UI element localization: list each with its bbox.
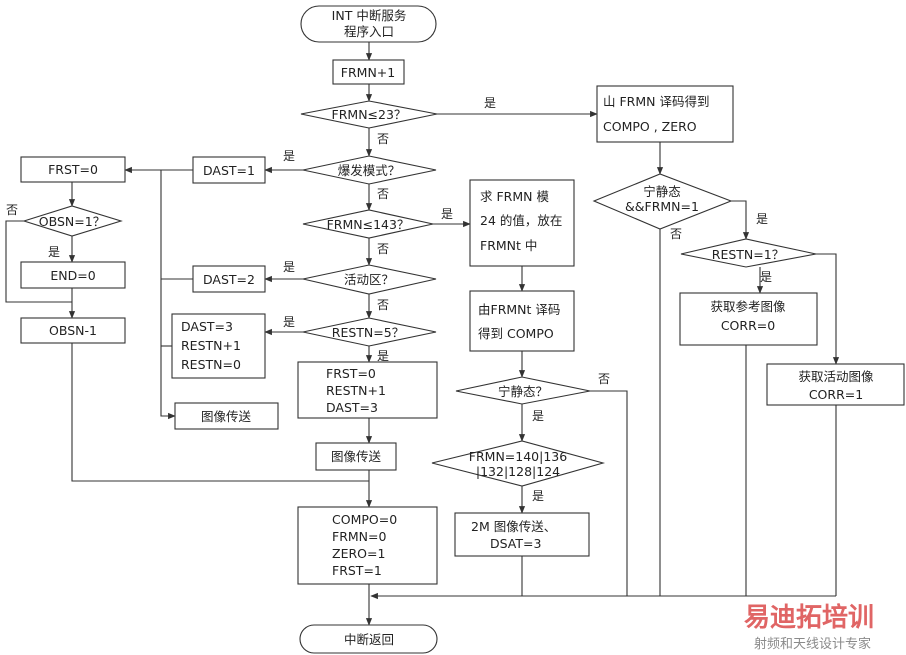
svg-text:求 FRMN 模: 求 FRMN 模: [480, 189, 549, 204]
svg-text:CORR=1: CORR=1: [809, 387, 863, 402]
svg-text:DSAT=3: DSAT=3: [490, 536, 541, 551]
svg-text:ZERO=1: ZERO=1: [332, 546, 385, 561]
no-label: 否: [377, 242, 389, 256]
svg-text:OBSN=1？: OBSN=1？: [39, 214, 105, 229]
svg-text:COMPO , ZERO: COMPO , ZERO: [603, 119, 697, 134]
svg-text:FRMN=140|136: FRMN=140|136: [469, 449, 567, 464]
svg-text:图像传送: 图像传送: [331, 449, 382, 464]
svg-text:得到 COMPO: 得到 COMPO: [478, 326, 554, 341]
yes-label: 是: [484, 96, 496, 110]
svg-text:DAST=1: DAST=1: [203, 163, 255, 178]
svg-text:活动区？: 活动区？: [344, 272, 394, 287]
svg-text:FRMN≤23？: FRMN≤23？: [332, 107, 407, 122]
svg-text:CORR=0: CORR=0: [721, 318, 775, 333]
svg-text:RESTN=5？: RESTN=5？: [332, 325, 404, 340]
svg-text:图像传送: 图像传送: [201, 409, 252, 424]
reset-block-box: COMPO=0 FRMN=0 ZERO=1 FRST=1: [297, 506, 438, 585]
frmn-le-143-decision: FRMN≤143？: [302, 209, 434, 239]
reference-image-box: 获取参考图像 CORR=0: [679, 292, 818, 346]
svg-text:山 FRMN 译码得到: 山 FRMN 译码得到: [603, 94, 709, 109]
active-zone-decision: 活动区？: [302, 264, 437, 295]
svg-text:OBSN-1: OBSN-1: [49, 323, 97, 338]
svg-text:中断返回: 中断返回: [344, 632, 394, 647]
svg-text:射频和天线设计专家: 射频和天线设计专家: [754, 636, 871, 652]
dast1-box: DAST=1: [192, 156, 266, 184]
svg-text:易迪拓培训: 易迪拓培训: [744, 603, 874, 633]
svg-text:INT 中断服务: INT 中断服务: [332, 8, 407, 23]
no-label: 否: [598, 372, 610, 386]
svg-text:FRMNt 中: FRMNt 中: [480, 238, 537, 253]
svg-text:DAST=3: DAST=3: [326, 400, 378, 415]
image-2m-send-box: 2M 图像传送、 DSAT=3: [454, 512, 590, 557]
yes-label: 是: [283, 260, 295, 274]
svg-text:DAST=3: DAST=3: [181, 319, 233, 334]
svg-text:FRST=0: FRST=0: [326, 366, 376, 381]
no-label: 否: [377, 132, 389, 146]
start-node: INT 中断服务 程序入口: [300, 5, 437, 43]
svg-text:24 的值，放在: 24 的值，放在: [480, 213, 562, 228]
image-send-mid-box: 图像传送: [315, 442, 397, 471]
svg-text:DAST=2: DAST=2: [203, 272, 255, 287]
decode-compo-box: 由FRMNt 译码 得到 COMPO: [469, 290, 575, 352]
svg-text:RESTN+1: RESTN+1: [326, 383, 386, 398]
svg-text:2M 图像传送、: 2M 图像传送、: [471, 519, 556, 534]
svg-text:宁静态？: 宁静态？: [498, 384, 548, 399]
svg-text:FRMN+1: FRMN+1: [341, 65, 395, 80]
yes-label: 是: [760, 270, 772, 284]
restn5-decision: RESTN=5？: [302, 317, 437, 347]
yes-label: 是: [48, 245, 60, 259]
decode-zero-box: 山 FRMN 译码得到 COMPO , ZERO: [596, 85, 734, 143]
branch-labels: 是 否 是 否 是 否 是 否 是 是 否 是 否 是 是 否 是 是: [6, 96, 772, 503]
yes-label: 是: [441, 207, 453, 221]
quiet-state-decision: 宁静态？: [455, 376, 591, 405]
svg-text:RESTN=1？: RESTN=1？: [712, 247, 784, 262]
svg-text:RESTN=0: RESTN=0: [181, 357, 241, 372]
yes-label: 是: [532, 409, 544, 423]
svg-text:获取活动图像: 获取活动图像: [798, 369, 874, 384]
svg-text:获取参考图像: 获取参考图像: [710, 299, 786, 314]
image-send-left-box: 图像传送: [174, 402, 279, 430]
svg-text:宁静态: 宁静态: [643, 184, 681, 199]
frmn-increment-box: FRMN+1: [332, 59, 405, 85]
modulo-24-box: 求 FRMN 模 24 的值，放在 FRMNt 中: [469, 179, 575, 267]
svg-text:FRMN=0: FRMN=0: [332, 529, 386, 544]
end-return-node: 中断返回: [299, 624, 438, 654]
yes-label: 是: [377, 349, 389, 363]
active-image-box: 获取活动图像 CORR=1: [766, 363, 905, 406]
edges: [5, 42, 840, 626]
frst-restn-box: FRST=0 RESTN+1 DAST=3: [297, 361, 438, 419]
restn-reset-box: DAST=3 RESTN+1 RESTN=0: [171, 313, 266, 379]
end0-box: END=0: [20, 261, 126, 289]
quiet-frmn1-decision: 宁静态 &&FRMN=1: [592, 173, 733, 230]
svg-text:FRST=0: FRST=0: [48, 162, 98, 177]
watermark-logo: 易迪拓培训 射频和天线设计专家: [744, 603, 874, 652]
svg-text:COMPO=0: COMPO=0: [332, 512, 397, 527]
svg-text:FRST=1: FRST=1: [332, 563, 382, 578]
obsn-decrement-box: OBSN-1: [20, 317, 126, 344]
svg-text:END=0: END=0: [50, 268, 95, 283]
svg-text:RESTN+1: RESTN+1: [181, 338, 241, 353]
svg-text:FRMN≤143？: FRMN≤143？: [327, 217, 410, 232]
no-label: 否: [6, 203, 18, 217]
yes-label: 是: [283, 149, 295, 163]
frst0-box: FRST=0: [20, 156, 126, 183]
obsn1-decision: OBSN=1？: [22, 205, 123, 237]
svg-text:爆发模式？: 爆发模式？: [338, 163, 401, 178]
restn1-decision: RESTN=1？: [680, 238, 817, 268]
frmn-le-23-decision: FRMN≤23？: [300, 100, 438, 129]
svg-text:由FRMNt 译码: 由FRMNt 译码: [478, 302, 560, 317]
yes-label: 是: [283, 315, 295, 329]
svg-text:程序入口: 程序入口: [344, 24, 394, 39]
yes-label: 是: [756, 212, 768, 226]
no-label: 否: [670, 227, 682, 241]
svg-text:|132|128|124: |132|128|124: [476, 464, 560, 479]
yes-label: 是: [532, 489, 544, 503]
burst-mode-decision: 爆发模式？: [302, 155, 437, 185]
no-label: 否: [377, 187, 389, 201]
frmn-list-decision: FRMN=140|136 |132|128|124: [431, 440, 606, 487]
no-label: 否: [377, 298, 389, 312]
dast2-box: DAST=2: [192, 265, 266, 293]
svg-text:&&FRMN=1: &&FRMN=1: [625, 199, 699, 214]
